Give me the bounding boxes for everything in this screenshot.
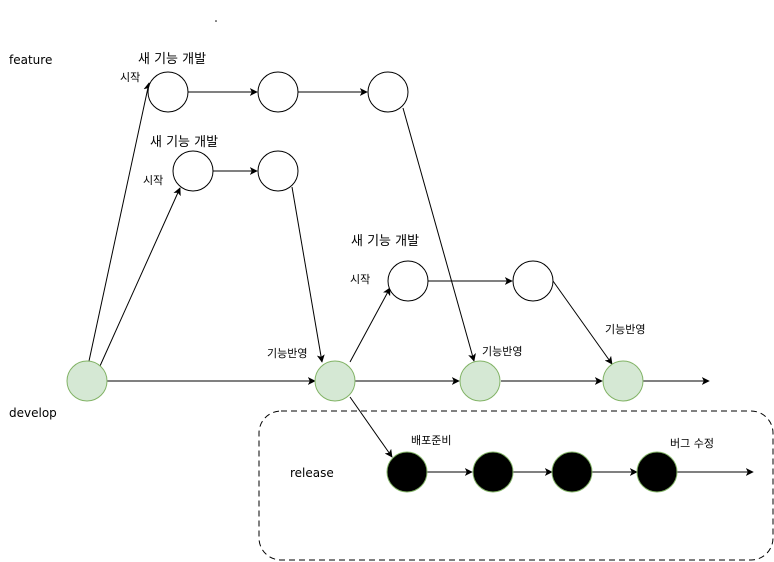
- merge-label-1: 기능반영: [267, 347, 307, 360]
- stray-dot: [215, 20, 217, 22]
- develop-commit-3[interactable]: [459, 360, 501, 402]
- feature1-commit-1[interactable]: [147, 71, 189, 113]
- merge-label-3: 기능반영: [605, 323, 645, 336]
- lane-label-release: release: [290, 466, 334, 480]
- release-container: [258, 410, 774, 561]
- feature1-commit-2[interactable]: [257, 71, 299, 113]
- release-nodes: [386, 451, 678, 493]
- edge-develop-to-feature1: [88, 82, 152, 362]
- release-commit-3[interactable]: [551, 451, 593, 493]
- lane-label-feature: feature: [9, 53, 52, 67]
- feature3-commit-2[interactable]: [512, 260, 554, 302]
- release-commit-1[interactable]: [386, 451, 428, 493]
- edge-feature2-merge: [291, 186, 325, 363]
- lane-label-develop: develop: [9, 406, 57, 420]
- feature2-start-label: 시작: [143, 174, 163, 187]
- merge-label-2: 기능반영: [482, 345, 522, 358]
- feature1-commit-3[interactable]: [367, 71, 409, 113]
- feature2-commit-1[interactable]: [172, 150, 214, 192]
- develop-commit-4[interactable]: [602, 360, 644, 402]
- edge-develop-to-feature2: [99, 187, 181, 367]
- feature-nodes: [147, 71, 554, 302]
- develop-commit-2[interactable]: [314, 360, 356, 402]
- feature1-start-label: 시작: [120, 71, 140, 84]
- feature3-commit-1[interactable]: [387, 260, 429, 302]
- release-prep-label: 배포준비: [411, 434, 451, 447]
- edge-develop-to-release: [349, 396, 393, 458]
- develop-commit-1[interactable]: [66, 360, 108, 402]
- feature2-title: 새 기능 개발: [150, 135, 218, 150]
- feature3-title: 새 기능 개발: [351, 234, 419, 249]
- feature1-title: 새 기능 개발: [138, 52, 206, 67]
- feature3-start-label: 시작: [350, 273, 370, 286]
- feature2-commit-2[interactable]: [257, 150, 299, 192]
- edges: [88, 82, 754, 476]
- edge-develop-to-feature3: [349, 287, 391, 363]
- release-commit-4[interactable]: [636, 451, 678, 493]
- release-commit-2[interactable]: [472, 451, 514, 493]
- develop-nodes: [66, 360, 644, 402]
- bug-fix-label: 버그 수정: [670, 437, 714, 450]
- edge-feature1-merge: [402, 107, 476, 362]
- edge-feature3-merge: [552, 280, 613, 365]
